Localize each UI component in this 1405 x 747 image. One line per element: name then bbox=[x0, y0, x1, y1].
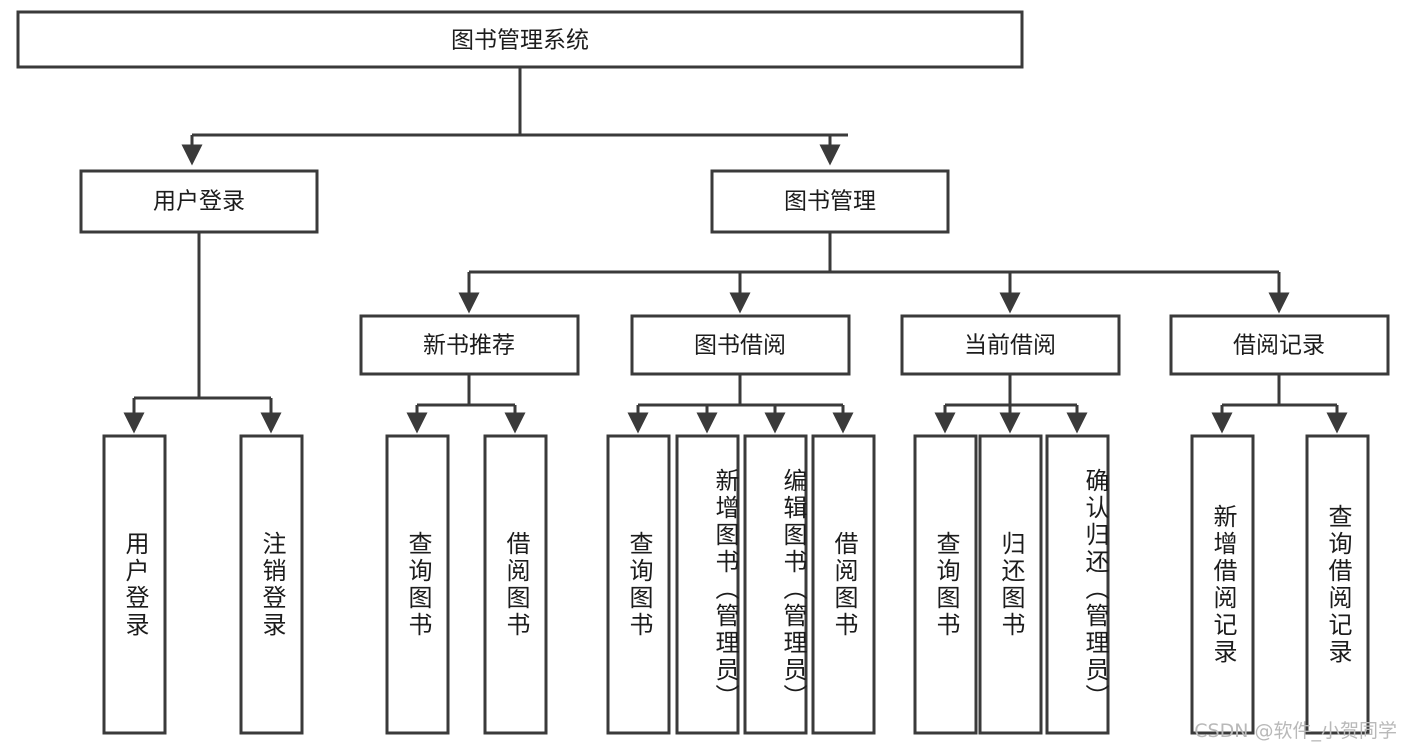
edge-bookmanage-to-level3 bbox=[458, 232, 1290, 314]
node-leaf-confirm-return[interactable] bbox=[1045, 434, 1110, 735]
edge-borrowrecord-to-leaves bbox=[1211, 374, 1348, 434]
node-book-manage[interactable]: 图书管理 bbox=[710, 169, 950, 234]
node-user-login-label: 用户登录 bbox=[153, 189, 245, 215]
node-leaf-edit-book[interactable] bbox=[743, 434, 808, 735]
edge-userlogin-to-leaves bbox=[123, 232, 282, 434]
node-root-label: 图书管理系统 bbox=[451, 28, 589, 54]
node-leaf-add-book[interactable] bbox=[675, 434, 740, 735]
node-borrow-record[interactable]: 借阅记录 bbox=[1169, 314, 1390, 376]
node-new-book-recommend-label: 新书推荐 bbox=[423, 333, 515, 359]
node-new-book-recommend[interactable]: 新书推荐 bbox=[359, 314, 580, 376]
edge-newbook-to-leaves bbox=[406, 374, 526, 434]
edge-root-to-level2 bbox=[181, 67, 848, 166]
node-leaf-user-logout[interactable] bbox=[239, 434, 304, 735]
node-current-borrow[interactable]: 当前借阅 bbox=[900, 314, 1121, 376]
node-leaf-query-record[interactable] bbox=[1305, 434, 1370, 735]
node-current-borrow-label: 当前借阅 bbox=[964, 333, 1056, 359]
edge-currentborrow-to-leaves bbox=[934, 374, 1088, 434]
node-book-borrow-label: 图书借阅 bbox=[694, 333, 786, 359]
node-leaf-borrow-book-2[interactable] bbox=[811, 434, 876, 735]
node-leaf-query-book-2[interactable] bbox=[606, 434, 671, 735]
node-root[interactable]: 图书管理系统 bbox=[16, 10, 1024, 69]
node-user-login[interactable]: 用户登录 bbox=[79, 169, 319, 234]
node-book-borrow[interactable]: 图书借阅 bbox=[630, 314, 851, 376]
node-leaf-query-book-1[interactable] bbox=[385, 434, 450, 735]
csdn-watermark: CSDN @软件_小贺同学 bbox=[1194, 720, 1397, 742]
node-leaf-return-book[interactable] bbox=[978, 434, 1043, 735]
node-leaf-add-record[interactable] bbox=[1190, 434, 1255, 735]
node-leaf-user-login[interactable] bbox=[102, 434, 167, 735]
node-leaf-query-book-3[interactable] bbox=[913, 434, 978, 735]
edge-bookborrow-to-leaves bbox=[627, 374, 854, 434]
node-borrow-record-label: 借阅记录 bbox=[1233, 333, 1325, 359]
node-leaf-borrow-book-1[interactable] bbox=[483, 434, 548, 735]
node-book-manage-label: 图书管理 bbox=[784, 189, 876, 215]
